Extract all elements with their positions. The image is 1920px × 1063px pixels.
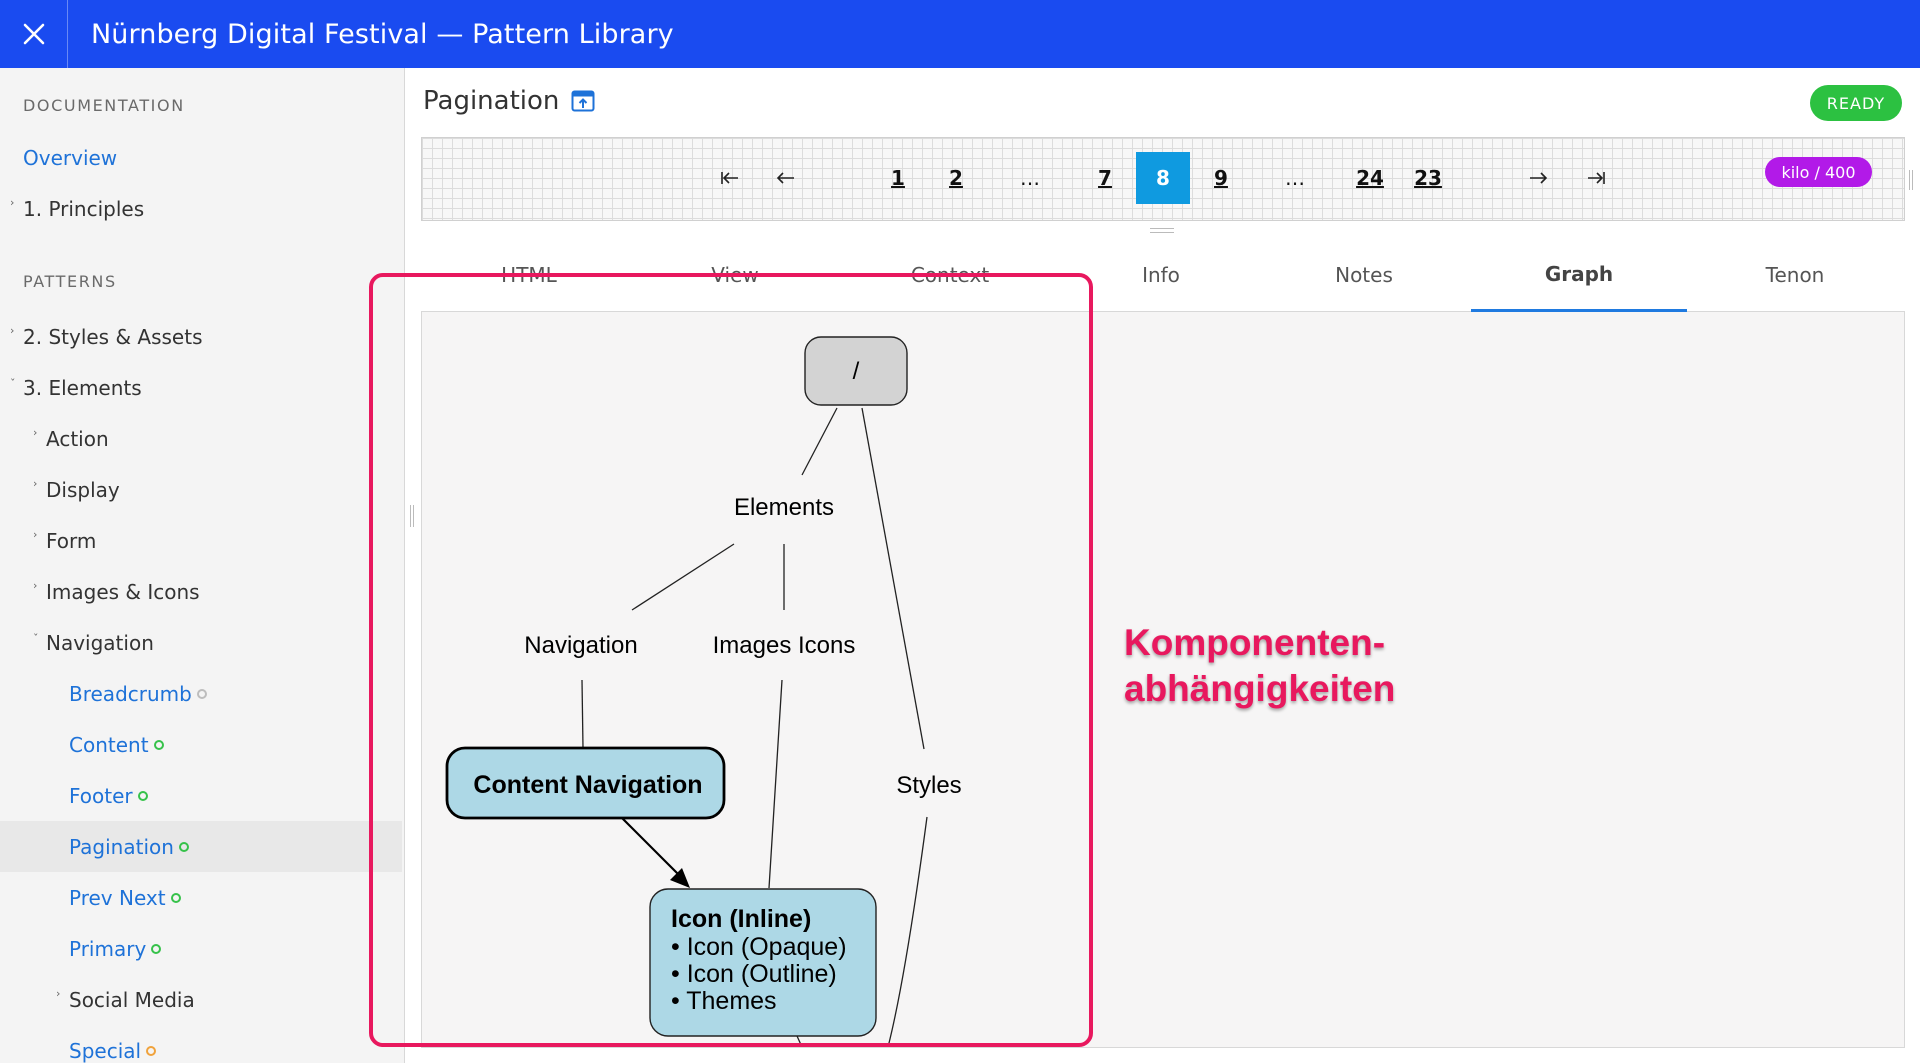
graph-node-styles[interactable]: Styles — [896, 772, 961, 799]
page-link[interactable]: 23 — [1414, 166, 1442, 190]
status-dot-icon — [151, 943, 162, 954]
chevron-right-icon: › — [33, 579, 38, 592]
graph-node-elements[interactable]: Elements — [734, 494, 834, 521]
last-page-arrow-icon — [1588, 172, 1605, 184]
page-ellipsis: … — [1285, 166, 1305, 190]
graph-node-label: Icon (Inline) — [671, 905, 811, 933]
tab-info[interactable]: Info — [1142, 263, 1180, 287]
tab-notes[interactable]: Notes — [1335, 263, 1393, 287]
status-dot-icon — [153, 739, 164, 750]
annotation-text: Komponenten- abhängigkeiten — [1124, 622, 1396, 709]
page-link[interactable]: 7 — [1098, 166, 1112, 190]
sidebar-item-form[interactable]: ›Form — [33, 528, 97, 553]
chevron-right-icon: › — [33, 477, 38, 490]
status-dot-icon — [137, 790, 148, 801]
sidebar-item-prev-next[interactable]: Prev Next — [69, 872, 181, 923]
graph-edge — [631, 543, 735, 611]
arrowhead-icon — [670, 868, 690, 888]
page-link[interactable]: 2 — [949, 166, 963, 190]
status-dot-icon — [178, 841, 189, 852]
tab-tenon[interactable]: Tenon — [1765, 263, 1825, 287]
sidebar-item-breadcrumb[interactable]: Breadcrumb — [69, 668, 207, 719]
graph-edge-arrow — [621, 817, 685, 881]
status-dot-icon — [146, 1045, 157, 1056]
tab-context[interactable]: Context — [910, 263, 990, 287]
graph-node-images-icons[interactable]: Images Icons — [713, 632, 856, 659]
chevron-right-icon: › — [56, 987, 61, 1000]
graph-node-root[interactable] — [804, 336, 908, 406]
graph-node-content-navigation[interactable] — [445, 746, 726, 820]
next-page-button[interactable] — [1520, 152, 1556, 204]
close-icon — [23, 23, 44, 45]
page-link[interactable]: 1 — [891, 166, 905, 190]
sidebar-item-special[interactable]: Special — [69, 1025, 157, 1063]
chevron-right-icon: › — [33, 426, 38, 439]
open-external-icon[interactable] — [571, 90, 595, 112]
first-page-arrow-icon — [721, 172, 738, 184]
chevron-right-icon: › — [33, 528, 38, 541]
sidebar-item-social-media[interactable]: ›Social Media — [56, 987, 195, 1012]
dependency-graph: / Elements Navigation Images Icons Style… — [422, 312, 1904, 1047]
sidebar-item-display[interactable]: ›Display — [33, 477, 120, 502]
graph-edge — [768, 679, 783, 889]
status-badge: READY — [1810, 85, 1902, 121]
sidebar-item-content[interactable]: Content — [69, 719, 164, 770]
next-arrow-icon — [1530, 172, 1548, 184]
graph-node-label: / — [853, 358, 860, 385]
graph-edge — [861, 407, 925, 750]
chevron-right-icon: › — [10, 196, 15, 209]
sidebar-resize-handle[interactable] — [410, 505, 414, 527]
sidebar: DOCUMENTATION Overview ›1. Principles PA… — [0, 68, 405, 1063]
last-page-button[interactable] — [1578, 152, 1614, 204]
page-ellipsis: … — [1020, 166, 1040, 190]
sidebar-item-principles[interactable]: ›1. Principles — [10, 196, 145, 221]
sidebar-heading-patterns: PATTERNS — [23, 272, 117, 291]
sidebar-item-primary[interactable]: Primary — [69, 923, 162, 974]
graph-node-sublabel: • Icon (Opaque) — [671, 933, 847, 961]
top-bar: Nürnberg Digital Festival — Pattern Libr… — [0, 0, 1920, 68]
graph-edge — [581, 679, 584, 749]
tab-html[interactable]: HTML — [501, 263, 557, 287]
sidebar-item-images-icons[interactable]: ›Images & Icons — [33, 579, 200, 604]
panel-resize-handle[interactable] — [1150, 228, 1174, 233]
status-dot-icon — [196, 688, 207, 699]
sidebar-item-overview[interactable]: Overview — [23, 145, 118, 170]
sidebar-item-footer[interactable]: Footer — [69, 770, 148, 821]
chevron-down-icon: ˇ — [33, 632, 39, 645]
tab-view[interactable]: View — [711, 263, 759, 287]
graph-edge — [887, 816, 928, 1047]
current-page[interactable]: 8 — [1136, 152, 1190, 204]
status-dot-icon — [170, 892, 181, 903]
size-badge: kilo / 400 — [1765, 157, 1872, 187]
graph-node-sublabel: • Icon (Outline) — [671, 960, 837, 988]
page-link[interactable]: 9 — [1214, 166, 1228, 190]
graph-node-sublabel: • Themes — [671, 987, 777, 1015]
graph-edge — [801, 407, 838, 476]
tab-graph[interactable]: Graph — [1471, 238, 1687, 312]
first-page-button[interactable] — [712, 152, 748, 204]
graph-node-navigation[interactable]: Navigation — [524, 632, 637, 659]
page-title: Pagination — [423, 86, 595, 116]
close-button[interactable] — [0, 0, 68, 68]
preview-resize-handle[interactable] — [1909, 170, 1913, 190]
app-title: Nürnberg Digital Festival — Pattern Libr… — [91, 18, 674, 50]
sidebar-item-pagination[interactable]: Pagination — [0, 821, 402, 872]
prev-arrow-icon — [776, 172, 794, 184]
sidebar-item-styles-assets[interactable]: ›2. Styles & Assets — [10, 324, 203, 349]
prev-page-button[interactable] — [768, 152, 804, 204]
sidebar-heading-documentation: DOCUMENTATION — [23, 96, 185, 115]
graph-node-icon-inline[interactable] — [649, 888, 877, 1037]
graph-node-label: Content Navigation — [473, 771, 702, 799]
graph-edge — [796, 1035, 803, 1047]
page-link[interactable]: 24 — [1356, 166, 1384, 190]
chevron-right-icon: › — [10, 324, 15, 337]
sidebar-item-action[interactable]: ›Action — [33, 426, 109, 451]
chevron-down-icon: ˇ — [10, 377, 16, 390]
